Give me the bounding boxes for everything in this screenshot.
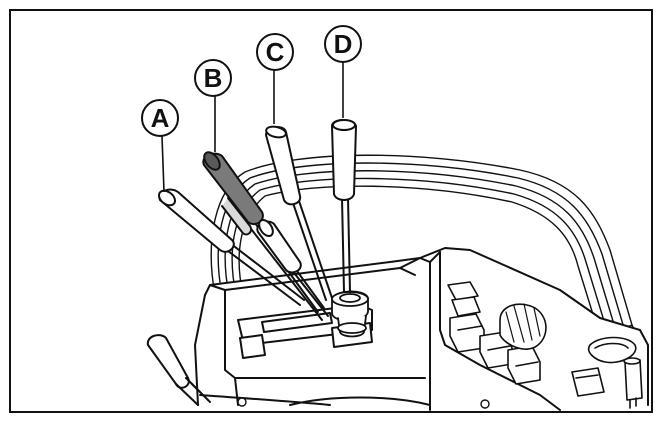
screw-left [237, 397, 247, 407]
callout-a: A [141, 99, 179, 137]
lower-left-handle [146, 334, 211, 406]
callout-b: B [194, 59, 232, 97]
lever-front-grip [256, 218, 325, 313]
lever-b [202, 151, 329, 321]
callout-d-label: D [334, 29, 353, 59]
right-button-cluster [447, 281, 643, 409]
callout-d: D [324, 25, 362, 63]
callout-leaders [161, 62, 344, 193]
lever-c [265, 125, 333, 301]
lever-a [158, 188, 305, 306]
illustration [146, 119, 649, 411]
callout-b-label: B [204, 63, 223, 93]
screw-right [480, 399, 490, 409]
lever-d [331, 119, 357, 293]
callout-c: C [256, 33, 294, 71]
hose-clamp [587, 336, 637, 364]
callout-a-label: A [151, 103, 170, 133]
central-knob [331, 290, 369, 338]
callout-c-label: C [266, 37, 285, 67]
